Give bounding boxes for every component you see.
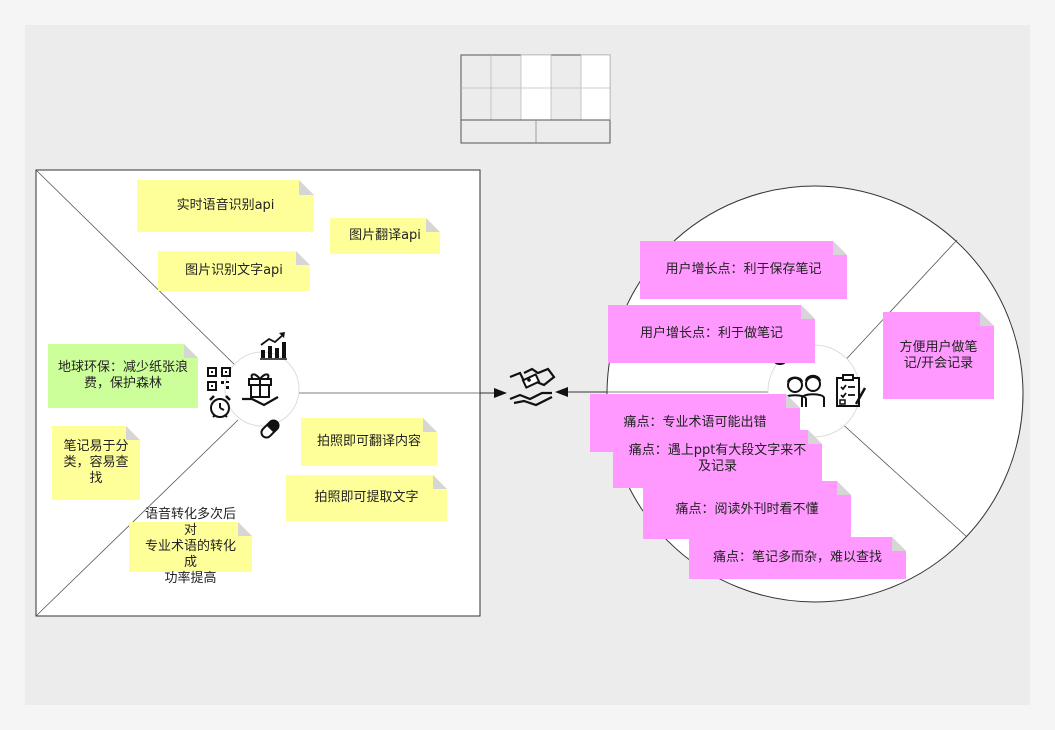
note-gain-take-notes[interactable]: 用户增长点：利于做笔记 (608, 305, 815, 363)
note-pain-foreign[interactable]: 痛点：阅读外刊时看不懂 (643, 481, 851, 539)
note-text: 痛点：遇上ppt有大段文字来不 及记录 (628, 443, 807, 474)
note-notes-classify[interactable]: 笔记易于分 类，容易查 找 (52, 426, 140, 500)
note-text: 用户增长点：利于做笔记 (639, 326, 783, 341)
note-pain-ppt[interactable]: 痛点：遇上ppt有大段文字来不 及记录 (613, 430, 822, 488)
alarm-clock-icon (209, 395, 231, 418)
note-image-translate-api[interactable]: 图片翻译api (330, 218, 440, 254)
note-text: 痛点：专业术语可能出错 (623, 415, 767, 430)
note-text: 笔记易于分 类，容易查 找 (63, 439, 129, 486)
pill-icon (260, 419, 280, 439)
checklist-icon (836, 374, 867, 407)
note-text: 语音转化多次后对 专业术语的转化成 功率提高 (144, 507, 236, 586)
note-text: 用户增长点：利于保存笔记 (665, 262, 822, 277)
note-text: 图片翻译api (349, 228, 421, 243)
note-speech-accuracy[interactable]: 语音转化多次后对 专业术语的转化成 功率提高 (129, 507, 252, 586)
note-text: 拍照即可翻译内容 (316, 434, 421, 449)
note-pain-messy[interactable]: 痛点：笔记多而杂，难以查找 (689, 537, 906, 579)
note-text: 方便用户做笔 记/开会记录 (899, 339, 978, 371)
note-realtime-speech-api[interactable]: 实时语音识别api (137, 180, 314, 232)
note-image-text-recognition-api[interactable]: 图片识别文字api (158, 251, 310, 291)
note-job-convenient[interactable]: 方便用户做笔 记/开会记录 (883, 312, 994, 399)
qr-code-icon (207, 367, 231, 391)
note-photo-translate[interactable]: 拍照即可翻译内容 (301, 418, 437, 466)
note-gain-save-notes[interactable]: 用户增长点：利于保存笔记 (640, 241, 847, 299)
note-text: 痛点：阅读外刊时看不懂 (675, 502, 819, 517)
note-text: 地球环保：减少纸张浪 费，保护森林 (58, 360, 189, 391)
users-icon (783, 374, 825, 407)
handshake-icon[interactable] (508, 363, 556, 411)
gift-icon (242, 373, 279, 407)
note-earth-protection[interactable]: 地球环保：减少纸张浪 费，保护森林 (48, 344, 198, 408)
note-photo-extract[interactable]: 拍照即可提取文字 (286, 475, 447, 521)
note-text: 实时语音识别api (176, 198, 275, 213)
growth-chart-icon (260, 332, 287, 360)
legend-grid[interactable] (460, 54, 611, 144)
note-text: 拍照即可提取文字 (314, 490, 419, 505)
note-text: 图片识别文字api (185, 263, 283, 278)
note-text: 痛点：笔记多而杂，难以查找 (712, 550, 882, 565)
connector-arrows[interactable] (480, 387, 607, 398)
